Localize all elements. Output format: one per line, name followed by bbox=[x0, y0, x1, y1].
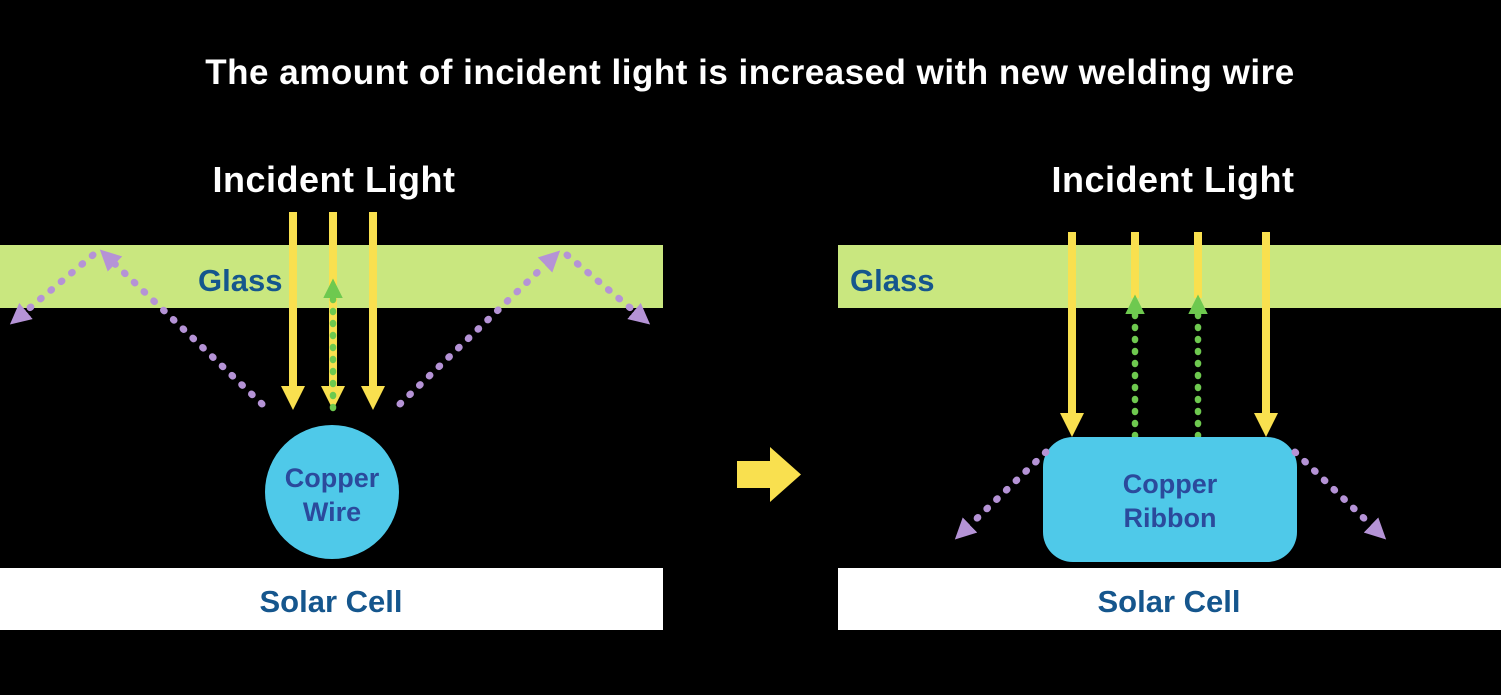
glass-layer bbox=[838, 245, 1501, 308]
incident-light-label: Incident Light bbox=[213, 159, 456, 200]
escaping-light-arrow-out-left bbox=[9, 251, 97, 325]
scattered-light-arrow-left bbox=[954, 448, 1050, 540]
copper-ribbon-shape bbox=[1043, 437, 1297, 562]
incident-light-label: Incident Light bbox=[1052, 159, 1295, 200]
copper-ribbon-label-line1: Copper bbox=[1123, 469, 1218, 499]
left-panel-copper-wire: Glass Incident Light Copper Wire Solar C… bbox=[0, 159, 663, 630]
copper-wire-label-line2: Wire bbox=[303, 497, 361, 527]
solar-cell-label: Solar Cell bbox=[260, 584, 403, 619]
page-title: The amount of incident light is increase… bbox=[205, 53, 1294, 92]
solar-cell-label: Solar Cell bbox=[1098, 584, 1241, 619]
glass-label: Glass bbox=[198, 263, 282, 298]
escaping-light-arrow-out-right bbox=[563, 251, 651, 325]
right-panel-copper-ribbon: Glass Incident Light Copper Ribbon Solar… bbox=[838, 159, 1501, 630]
scattered-light-arrow-right bbox=[1291, 448, 1387, 540]
solar-cell-layer bbox=[838, 568, 1501, 630]
copper-wire-label-line1: Copper bbox=[285, 463, 380, 493]
copper-ribbon-label-line2: Ribbon bbox=[1124, 503, 1217, 533]
transition-arrow-icon bbox=[737, 447, 801, 502]
glass-label: Glass bbox=[850, 263, 934, 298]
copper-wire-shape bbox=[265, 425, 399, 559]
solar-cell-layer bbox=[0, 568, 663, 630]
